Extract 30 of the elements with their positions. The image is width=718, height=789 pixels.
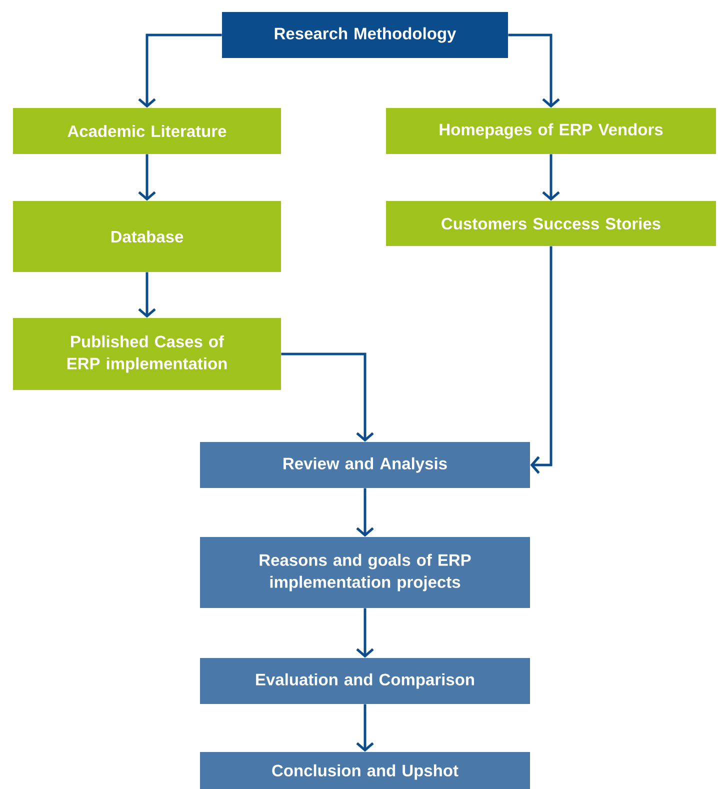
node-label: Evaluation and Comparison bbox=[256, 673, 474, 689]
node-label: Customers Success Stories bbox=[442, 217, 660, 230]
arrow bbox=[138, 272, 156, 318]
node-label: Published Cases of ERP implementation bbox=[67, 335, 227, 373]
arrow bbox=[356, 608, 374, 658]
process-box bbox=[200, 658, 530, 704]
arrow bbox=[508, 34, 560, 108]
arrow bbox=[281, 352, 374, 442]
source-box bbox=[13, 108, 281, 154]
node-label: Homepages of ERP Vendors bbox=[440, 123, 663, 139]
node-label: Database bbox=[111, 230, 184, 243]
arrow bbox=[542, 154, 560, 201]
node-label: Conclusion and Upshot bbox=[272, 764, 458, 780]
node-label: Academic Literature bbox=[68, 124, 226, 138]
arrow bbox=[138, 154, 156, 201]
title-box bbox=[222, 12, 508, 58]
arrow bbox=[138, 34, 222, 108]
source-box bbox=[386, 201, 716, 246]
source-box bbox=[13, 201, 281, 272]
source-box bbox=[13, 318, 281, 390]
arrow bbox=[530, 246, 552, 474]
process-box bbox=[200, 442, 530, 488]
node-label: Research Methodology bbox=[274, 27, 456, 43]
process-box bbox=[200, 752, 530, 789]
node-label: Review and Analysis bbox=[284, 457, 447, 473]
node-label: Reasons and goals of ERP implementation projects bbox=[260, 554, 471, 592]
arrow bbox=[356, 704, 374, 752]
arrow bbox=[356, 488, 374, 537]
process-box bbox=[200, 537, 530, 608]
source-box bbox=[386, 108, 716, 154]
